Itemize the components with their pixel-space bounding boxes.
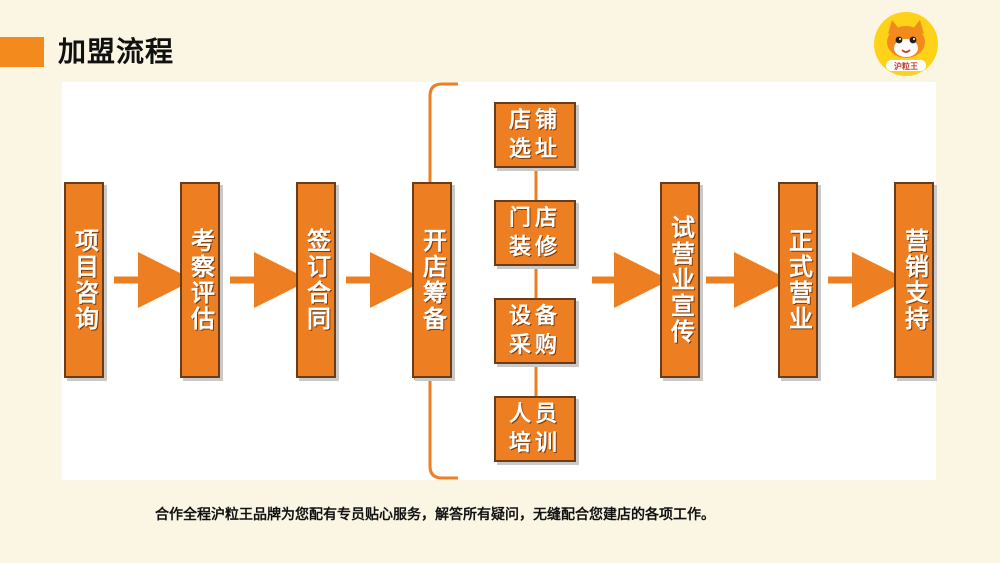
flow-substep: 门店装修 (494, 200, 576, 266)
logo-text: 沪粒王 (894, 61, 918, 71)
flow-diagram: 项目咨询 考察评估 签订合同 开店筹备 试营业宣传 正式营业 营销支持 店铺选址… (62, 82, 936, 480)
flow-step: 开店筹备 (412, 182, 452, 378)
flow-step: 项目咨询 (64, 182, 104, 378)
flow-step: 试营业宣传 (660, 182, 700, 378)
flow-step: 营销支持 (894, 182, 934, 378)
flow-step: 考察评估 (180, 182, 220, 378)
flow-step: 签订合同 (296, 182, 336, 378)
flow-step: 正式营业 (778, 182, 818, 378)
flow-substep: 设备采购 (494, 298, 576, 364)
brand-logo-icon: 沪粒王 (874, 12, 938, 76)
title-accent-bar (0, 37, 44, 67)
footer-caption: 合作全程沪粒王品牌为您配有专员贴心服务，解答所有疑问，无缝配合您建店的各项工作。 (155, 507, 715, 523)
flow-substep: 人员培训 (494, 396, 576, 462)
flow-substep: 店铺选址 (494, 102, 576, 168)
page-title: 加盟流程 (58, 35, 175, 68)
